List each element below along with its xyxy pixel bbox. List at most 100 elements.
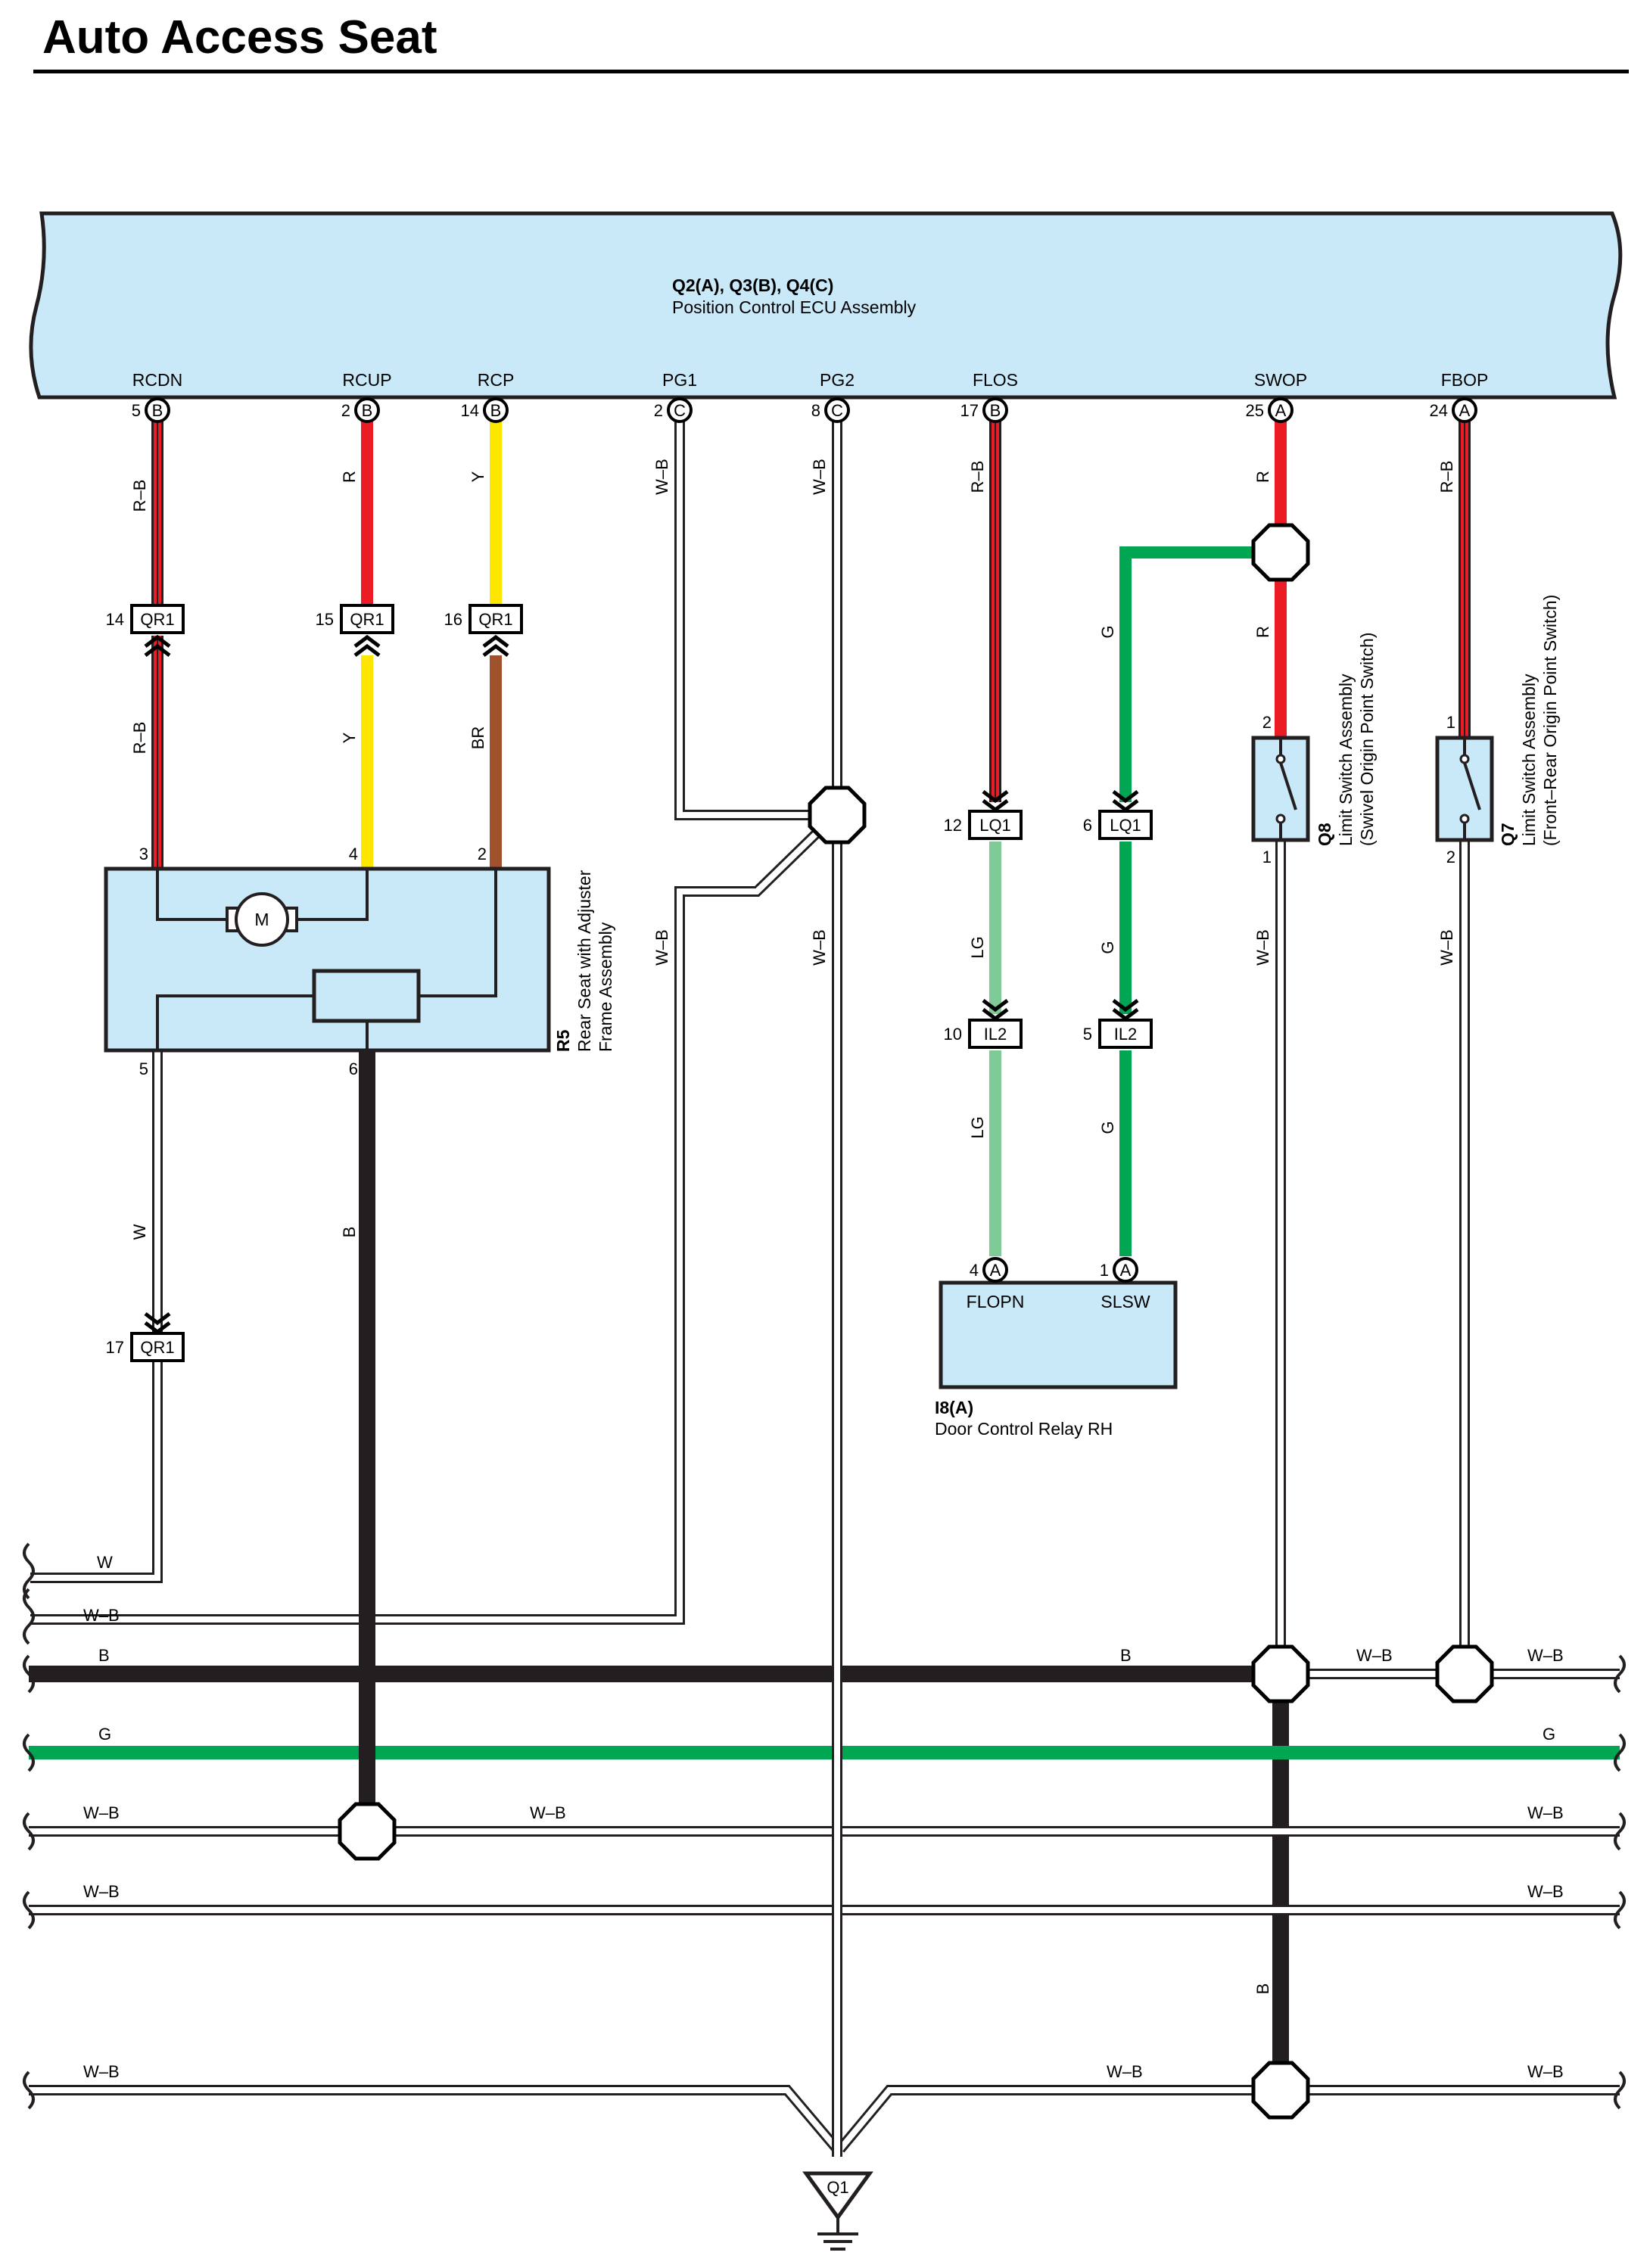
svg-text:B: B xyxy=(340,1227,359,1238)
svg-text:G: G xyxy=(98,1725,111,1744)
svg-text:14: 14 xyxy=(106,610,124,629)
connector-qr1-14: QR1 14 xyxy=(106,604,185,655)
conn-rcup: B xyxy=(362,401,373,420)
ecu-id: Q2(A), Q3(B), Q4(C) xyxy=(672,275,833,295)
q7-limit-switch: 1 2 Q7 Limit Switch Assembly (Front–Rear… xyxy=(1435,595,1560,866)
junction-q7 xyxy=(1437,1647,1492,1701)
svg-text:QR1: QR1 xyxy=(478,610,512,629)
junction-pg xyxy=(810,788,864,842)
svg-text:3: 3 xyxy=(139,845,148,863)
svg-text:BR: BR xyxy=(469,726,487,750)
i8-name: Door Control Relay RH xyxy=(935,1419,1113,1439)
pin-rcp: 14 xyxy=(461,401,479,420)
svg-text:4: 4 xyxy=(349,845,358,863)
svg-text:5: 5 xyxy=(1083,1025,1092,1044)
title-rule xyxy=(33,70,1629,73)
conn-fbop: A xyxy=(1459,401,1471,420)
svg-text:W–B: W–B xyxy=(83,2062,120,2081)
svg-text:B: B xyxy=(1120,1646,1132,1665)
svg-text:R: R xyxy=(1253,471,1272,483)
ground-q1: Q1 xyxy=(802,2171,873,2251)
svg-text:A: A xyxy=(1120,1261,1132,1280)
svg-text:12: 12 xyxy=(944,816,962,835)
svg-text:1: 1 xyxy=(1446,713,1455,732)
svg-text:QR1: QR1 xyxy=(140,610,174,629)
connector-qr1-16: QR1 16 xyxy=(444,604,523,655)
junction-r5-ground xyxy=(340,1804,394,1859)
svg-text:R: R xyxy=(1253,626,1272,638)
ecu-box xyxy=(29,211,1623,400)
conn-flos: B xyxy=(990,401,1001,420)
pin-rcup: 2 xyxy=(341,401,350,420)
motor-label: M xyxy=(254,910,269,929)
junction-b-ground xyxy=(1253,2063,1308,2117)
i8-door-control-relay: A 4 A 1 FLOPN SLSW I8(A) Door Control Re… xyxy=(935,1257,1178,1439)
pin-pg1: 2 xyxy=(654,401,663,420)
ground-label: Q1 xyxy=(827,2178,848,2197)
motor-icon xyxy=(235,892,289,947)
position-sensor-icon xyxy=(312,969,421,1023)
page-title: Auto Access Seat xyxy=(42,11,437,64)
svg-text:W: W xyxy=(97,1553,113,1572)
svg-text:16: 16 xyxy=(444,610,462,629)
sig-rcdn: RCDN xyxy=(132,370,182,390)
svg-text:Y: Y xyxy=(340,732,359,743)
svg-text:W–B: W–B xyxy=(1437,929,1456,966)
ecu-pin-circles: B 5 B 2 B 14 C 2 C 8 B 17 A 25 A xyxy=(132,397,1477,423)
svg-text:2: 2 xyxy=(1262,713,1272,732)
svg-text:LG: LG xyxy=(968,936,987,958)
q7-id: Q7 xyxy=(1498,823,1518,846)
svg-text:W–B: W–B xyxy=(1527,1803,1564,1822)
junction-b-wb xyxy=(1253,1647,1308,1701)
r5-name-1: Rear Seat with Adjuster xyxy=(574,870,594,1052)
pin-rcdn: 5 xyxy=(132,401,141,420)
svg-text:A: A xyxy=(990,1261,1001,1280)
q7-name: Limit Switch Assembly xyxy=(1519,674,1539,846)
svg-text:1: 1 xyxy=(1262,848,1272,866)
junction-swop xyxy=(1253,525,1308,580)
sig-rcup: RCUP xyxy=(342,370,391,390)
svg-text:IL2: IL2 xyxy=(1114,1025,1138,1044)
svg-text:5: 5 xyxy=(139,1059,148,1078)
r5-id: R5 xyxy=(553,1029,573,1052)
svg-text:R–B: R–B xyxy=(1437,461,1456,493)
svg-text:W–B: W–B xyxy=(83,1606,120,1625)
svg-text:4: 4 xyxy=(970,1261,979,1280)
conn-rcp: B xyxy=(490,401,502,420)
bus-b xyxy=(29,1666,1620,2089)
svg-text:LG: LG xyxy=(968,1116,987,1138)
svg-text:6: 6 xyxy=(349,1059,358,1078)
svg-text:R: R xyxy=(340,471,359,483)
svg-text:2: 2 xyxy=(478,845,487,863)
svg-text:W–B: W–B xyxy=(1356,1646,1393,1665)
svg-text:W–B: W–B xyxy=(1527,2062,1564,2081)
sig-pg2: PG2 xyxy=(820,370,855,390)
wire-r5-w xyxy=(30,1052,163,1583)
svg-text:W–B: W–B xyxy=(83,1803,120,1822)
connector-lq1-12: LQ1 12 xyxy=(944,792,1023,840)
wire-pg1 xyxy=(30,420,837,1625)
svg-text:W–B: W–B xyxy=(652,459,671,495)
svg-text:QR1: QR1 xyxy=(350,610,384,629)
connector-lq1-6: LQ1 6 xyxy=(1083,792,1153,840)
junctions xyxy=(340,525,1492,2117)
svg-text:LQ1: LQ1 xyxy=(1110,816,1141,835)
connector-qr1-15: QR1 15 xyxy=(316,604,394,655)
r5-rear-seat-assembly: M 3 4 2 5 6 R5 Rear Seat with Adjuster F… xyxy=(104,845,615,1078)
sig-swop: SWOP xyxy=(1254,370,1307,390)
svg-text:B: B xyxy=(98,1646,110,1665)
sig-rcp: RCP xyxy=(478,370,515,390)
sig-flopn: FLOPN xyxy=(967,1292,1025,1311)
svg-text:15: 15 xyxy=(316,610,334,629)
svg-text:6: 6 xyxy=(1083,816,1092,835)
pin-pg2: 8 xyxy=(811,401,820,420)
svg-text:W–B: W–B xyxy=(83,1882,120,1901)
connector-il2-10: IL2 10 xyxy=(944,1000,1023,1049)
svg-text:1: 1 xyxy=(1100,1261,1109,1280)
svg-text:W–B: W–B xyxy=(1107,2062,1143,2081)
q8-name: Limit Switch Assembly xyxy=(1336,674,1356,846)
svg-text:R–B: R–B xyxy=(968,461,987,493)
conn-pg1: C xyxy=(674,401,686,420)
svg-text:W–B: W–B xyxy=(810,459,829,495)
svg-text:W–B: W–B xyxy=(810,929,829,966)
